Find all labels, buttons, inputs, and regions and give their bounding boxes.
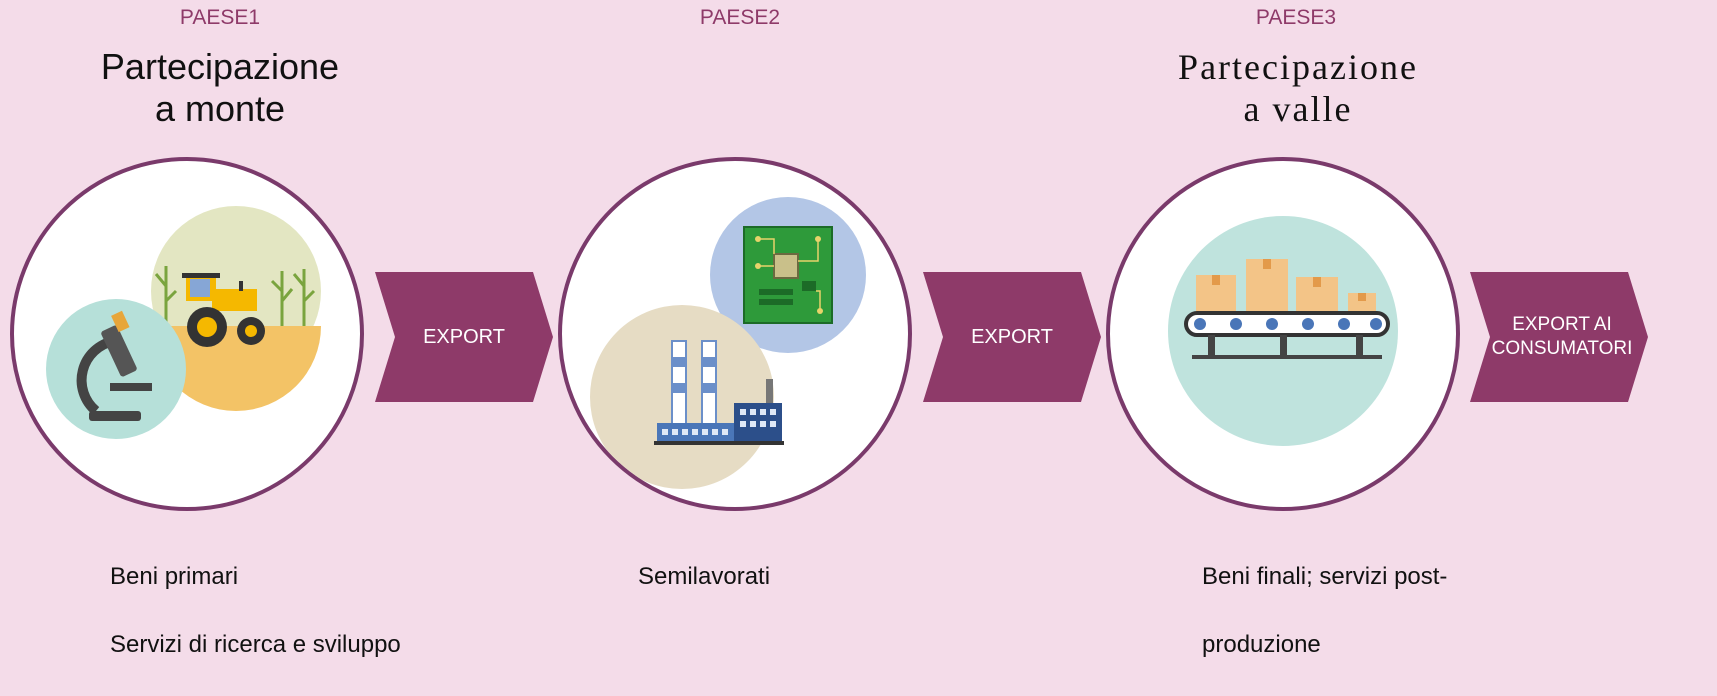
export-arrow-2-label: EXPORT bbox=[971, 326, 1053, 348]
factory-icon bbox=[590, 305, 784, 489]
export-arrow-2: EXPORT bbox=[923, 272, 1101, 402]
country-label-3: PAESE3 bbox=[1255, 6, 1337, 29]
stage-caption-1: Beni primari Servizi di ricerca e svilup… bbox=[110, 526, 401, 696]
stage-title-upstream: Partecipazione a monte bbox=[100, 46, 340, 129]
tractor-icon bbox=[151, 206, 321, 411]
caption-3-line-2: produzione bbox=[1202, 631, 1321, 658]
export-arrow-1-label: EXPORT bbox=[423, 326, 505, 348]
caption-2-line-1: Semilavorati bbox=[638, 563, 771, 590]
export-to-consumers-label: EXPORT AI CONSUMATORI bbox=[1491, 314, 1633, 359]
stage-circle-2 bbox=[558, 157, 912, 511]
stage-title-downstream: Partecipazione a valle bbox=[1178, 47, 1418, 129]
stage-circle-3 bbox=[1106, 157, 1460, 511]
stage-caption-2: Semilavorati bbox=[638, 526, 770, 628]
circuit-board-icon bbox=[710, 197, 866, 353]
export-arrow-1: EXPORT bbox=[375, 272, 553, 402]
caption-3-line-1: Beni finali; servizi post- bbox=[1202, 563, 1448, 590]
stage-caption-3: Beni finali; servizi post- produzione bbox=[1202, 526, 1447, 696]
export-to-consumers-arrow: EXPORT AI CONSUMATORI bbox=[1470, 272, 1648, 402]
country-label-2: PAESE2 bbox=[699, 6, 781, 29]
stage-circle-1 bbox=[10, 157, 364, 511]
conveyor-belt-icon bbox=[1168, 216, 1398, 446]
microscope-icon bbox=[46, 299, 186, 439]
caption-1-line-2: Servizi di ricerca e sviluppo bbox=[110, 631, 401, 658]
caption-1-line-1: Beni primari bbox=[110, 563, 239, 590]
country-label-1: PAESE1 bbox=[179, 6, 261, 29]
